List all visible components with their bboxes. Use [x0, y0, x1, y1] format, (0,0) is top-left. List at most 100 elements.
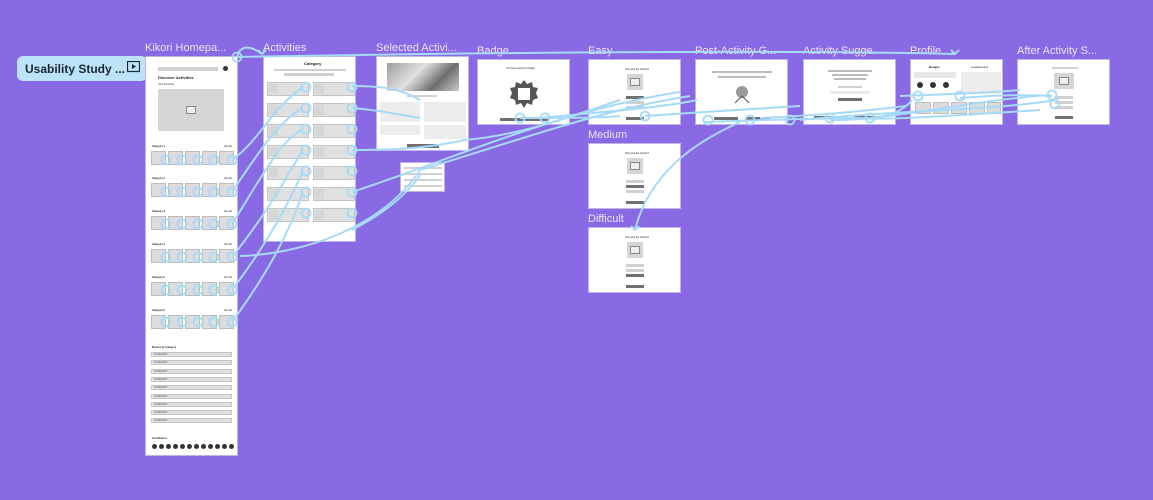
activity-tile[interactable]	[185, 151, 200, 165]
activity-tile[interactable]	[219, 249, 234, 263]
activity-card[interactable]	[267, 208, 309, 222]
start-activity-button[interactable]	[407, 144, 439, 148]
browse-category-row[interactable]: CATEGORY	[151, 376, 232, 382]
activity-tile[interactable]	[202, 151, 217, 165]
continue-button[interactable]	[500, 118, 548, 121]
activity-card[interactable]	[313, 145, 355, 159]
frame-label-homepage[interactable]: Kikori Homepa...	[145, 42, 227, 54]
frame-label-selected[interactable]: Selected Activi...	[376, 42, 457, 54]
suggest-next-button[interactable]	[854, 116, 878, 119]
activity-tile[interactable]	[151, 151, 166, 165]
browse-category-row[interactable]: CATEGORY	[151, 418, 232, 424]
activity-tile[interactable]	[185, 183, 200, 197]
suggestion-field[interactable]	[830, 91, 870, 94]
featured-image[interactable]	[158, 89, 224, 131]
contributor-avatar[interactable]	[173, 444, 178, 449]
frame-label-badge[interactable]: Badge	[477, 45, 509, 57]
activity-tile[interactable]	[202, 315, 217, 329]
frame-label-suggest[interactable]: Activity Sugge...	[803, 45, 882, 57]
browse-category-row[interactable]: CATEGORY	[151, 410, 232, 416]
profile-tile-3[interactable]	[951, 102, 967, 114]
activity-card[interactable]	[313, 82, 355, 96]
post-activity-frame[interactable]	[695, 59, 788, 125]
difficult-option-medium[interactable]	[626, 269, 644, 272]
activity-tile[interactable]	[185, 216, 200, 230]
see-all-link[interactable]: See All	[224, 145, 232, 148]
frame-label-difficult[interactable]: Difficult	[588, 213, 624, 225]
selected-dropdown-overlay[interactable]	[400, 162, 445, 192]
activity-card[interactable]	[267, 166, 309, 180]
activity-card[interactable]	[313, 208, 355, 222]
activity-card[interactable]	[313, 187, 355, 201]
activity-card[interactable]	[267, 145, 309, 159]
browse-category-row[interactable]: CATEGORY	[151, 352, 232, 357]
activity-tile[interactable]	[219, 282, 234, 296]
medium-submit-button[interactable]	[626, 201, 644, 204]
difficult-option-difficult[interactable]	[626, 274, 644, 277]
activity-tile[interactable]	[151, 249, 166, 263]
activity-card[interactable]	[267, 124, 309, 138]
see-all-link[interactable]: See All	[224, 276, 232, 279]
share-button[interactable]	[714, 117, 738, 120]
flow-start-button[interactable]: Usability Study ...	[17, 56, 147, 81]
contributor-avatar[interactable]	[201, 444, 206, 449]
suggest-submit-button[interactable]	[838, 98, 862, 101]
see-all-link[interactable]: See All	[224, 243, 232, 246]
contributor-avatar[interactable]	[152, 444, 157, 449]
activity-tile[interactable]	[168, 282, 183, 296]
homepage-frame[interactable]: Discover Activities Your Favorites Categ…	[145, 56, 238, 456]
search-bar[interactable]	[158, 67, 218, 71]
browse-category-row[interactable]: CATEGORY	[151, 401, 232, 407]
after-option-2[interactable]	[1055, 101, 1073, 104]
activity-tile[interactable]	[219, 216, 234, 230]
activity-card[interactable]	[267, 187, 309, 201]
profile-tile-5[interactable]	[987, 102, 1001, 114]
filter-chips[interactable]	[284, 73, 334, 76]
activity-tile[interactable]	[219, 151, 234, 165]
activity-card[interactable]	[267, 103, 309, 117]
activity-tile[interactable]	[219, 183, 234, 197]
difficult-submit-button[interactable]	[626, 285, 644, 288]
profile-tile-2[interactable]	[933, 102, 949, 114]
frame-label-medium[interactable]: Medium	[588, 129, 628, 141]
medium-option-medium[interactable]	[626, 185, 644, 188]
activity-tile[interactable]	[151, 282, 166, 296]
activity-card[interactable]	[313, 166, 355, 180]
activity-tile[interactable]	[185, 249, 200, 263]
contributor-avatar[interactable]	[222, 444, 227, 449]
activity-tile[interactable]	[202, 183, 217, 197]
see-all-link[interactable]: See All	[224, 177, 232, 180]
profile-frame[interactable]: Badges Leaderboard	[910, 59, 1003, 125]
contributor-avatar[interactable]	[159, 444, 164, 449]
activity-tile[interactable]	[185, 282, 200, 296]
easy-option-difficult[interactable]	[626, 106, 644, 109]
browse-category-row[interactable]: CATEGORY	[151, 368, 232, 374]
after-option-1[interactable]	[1055, 96, 1073, 99]
after-activity-frame[interactable]	[1017, 59, 1110, 125]
browse-category-row[interactable]: CATEGORY	[151, 360, 232, 366]
activity-tile[interactable]	[168, 151, 183, 165]
activity-tile[interactable]	[168, 216, 183, 230]
frame-label-post[interactable]: Post-Activity G...	[695, 45, 777, 57]
contributor-avatar[interactable]	[229, 444, 234, 449]
medium-option-difficult[interactable]	[626, 190, 644, 193]
contributor-avatar[interactable]	[180, 444, 185, 449]
see-all-link[interactable]: See All	[224, 210, 232, 213]
see-all-link[interactable]: See All	[224, 309, 232, 312]
difficult-option-easy[interactable]	[626, 264, 644, 267]
contributor-avatar[interactable]	[215, 444, 220, 449]
leaderboard-heading[interactable]: Leaderboard	[971, 65, 989, 69]
activity-tile[interactable]	[202, 282, 217, 296]
profile-tile-4[interactable]	[969, 102, 985, 114]
easy-submit-button[interactable]	[626, 117, 644, 120]
profile-tile-1[interactable]	[915, 102, 931, 114]
frame-label-easy[interactable]: Easy	[588, 45, 613, 57]
activity-card[interactable]	[267, 82, 309, 96]
activity-tile[interactable]	[202, 249, 217, 263]
frame-label-after[interactable]: After Activity S...	[1017, 45, 1098, 57]
contributor-avatar[interactable]	[208, 444, 213, 449]
frame-label-profile[interactable]: Profile	[910, 45, 942, 57]
medium-frame[interactable]: How was the activity?	[588, 143, 681, 209]
activity-tile[interactable]	[168, 183, 183, 197]
after-continue-button[interactable]	[1055, 116, 1073, 119]
